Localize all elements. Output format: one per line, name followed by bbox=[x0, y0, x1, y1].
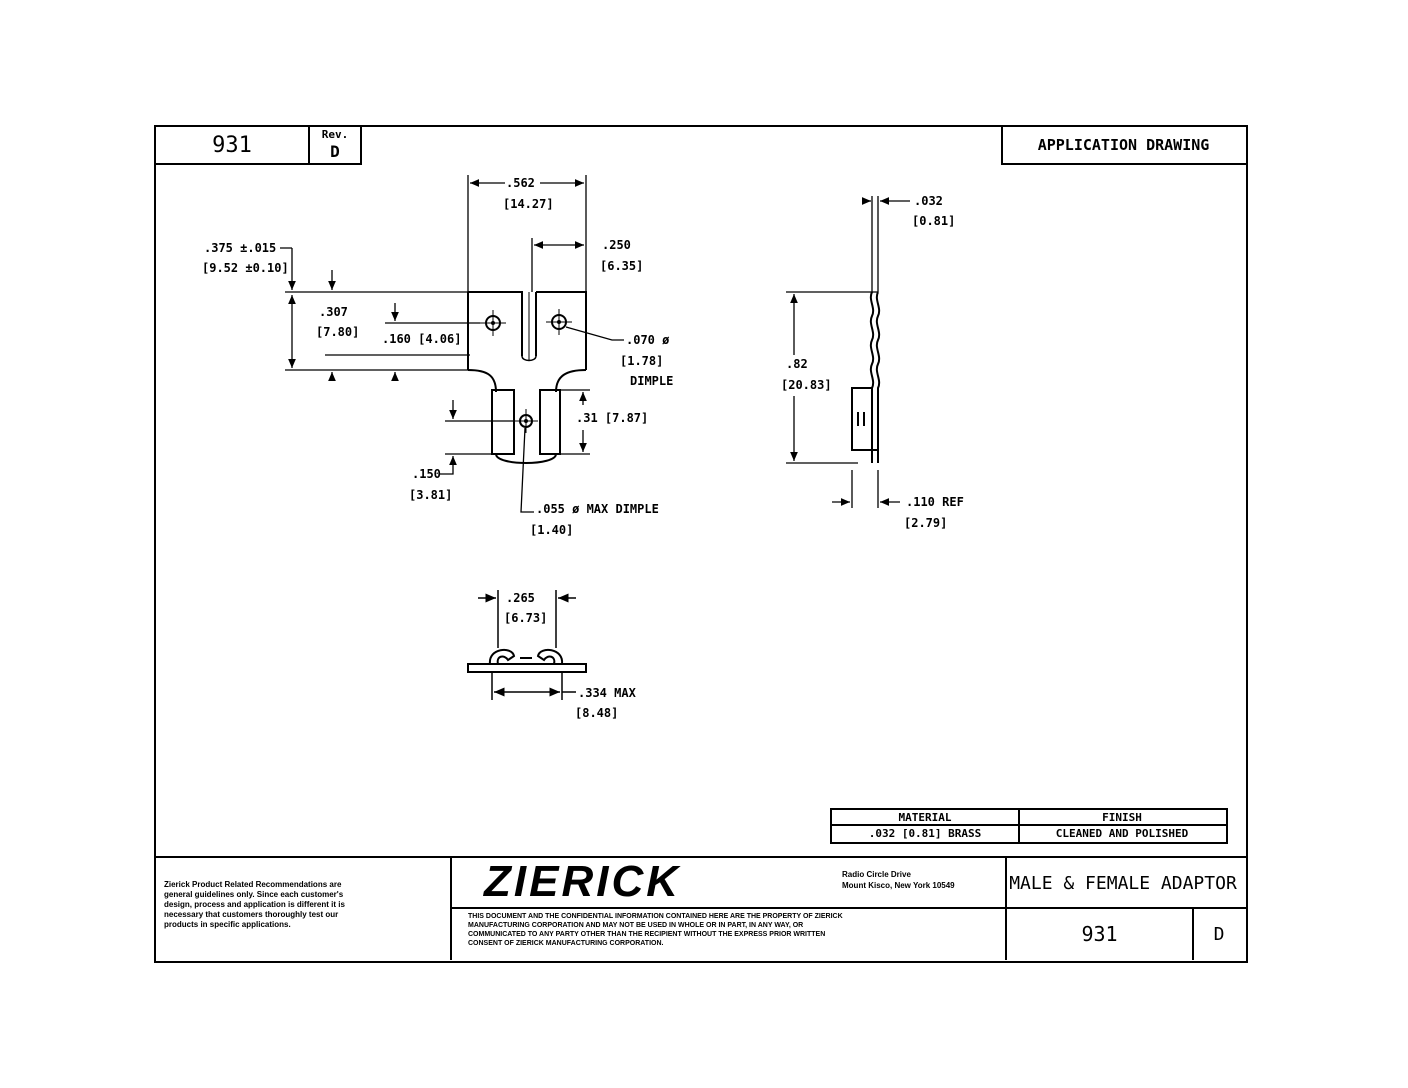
dim-outer-width-mm: [8.48] bbox=[575, 706, 619, 720]
header-divider bbox=[308, 125, 310, 165]
footer-part-number: 931 bbox=[1081, 922, 1118, 946]
dim-outer-width: .334 MAX bbox=[578, 686, 636, 700]
material-value: .032 [0.81] BRASS bbox=[868, 826, 982, 840]
dim-receptacle-length: .31 [7.87] bbox=[576, 411, 649, 425]
dim-overall-length-mm: [20.83] bbox=[781, 378, 832, 392]
footer-top-line bbox=[154, 856, 1246, 858]
part-title: MALE & FEMALE ADAPTOR bbox=[1009, 872, 1237, 894]
side-body-left bbox=[869, 291, 875, 463]
side-body-right bbox=[875, 291, 881, 463]
dim-overall-length: .82 bbox=[786, 357, 808, 371]
receptacle-left-rail bbox=[491, 389, 515, 455]
header-divider bbox=[360, 125, 362, 165]
dim-female-dimple-mm: [1.40] bbox=[530, 523, 574, 537]
footer-revision: D bbox=[1213, 923, 1225, 945]
dim-tab-width: .250 bbox=[602, 238, 631, 252]
dim-overall-width: .562 bbox=[506, 176, 535, 190]
dim-thickness: .032 bbox=[914, 194, 943, 208]
rev-value: D bbox=[330, 141, 340, 161]
dim-male-dimple: .070 ø bbox=[626, 333, 670, 347]
end-view-base bbox=[467, 663, 587, 673]
receptacle-right-rail bbox=[539, 389, 561, 455]
spec-table bbox=[830, 808, 1228, 844]
spec-table-hline bbox=[830, 824, 1228, 826]
end-view-curl-left bbox=[488, 648, 516, 665]
dim-receptacle-offset-mm: [3.81] bbox=[409, 488, 453, 502]
neck-left bbox=[467, 369, 497, 393]
dim-dimple-offset: .160 [4.06] bbox=[382, 332, 462, 346]
dim-inner-width: .265 bbox=[506, 591, 535, 605]
address-line-1: Radio Circle Drive bbox=[842, 870, 911, 879]
zierick-logo: ZIERICK bbox=[484, 857, 681, 906]
side-receptacle bbox=[851, 387, 873, 451]
finish-header: FINISH bbox=[1102, 810, 1142, 824]
footer-divider bbox=[450, 856, 452, 960]
part-number-header: 931 bbox=[212, 132, 252, 158]
male-tab-left bbox=[467, 291, 523, 370]
material-header: MATERIAL bbox=[898, 810, 952, 824]
tab-notch bbox=[521, 355, 537, 362]
confidential-notice: THIS DOCUMENT AND THE CONFIDENTIAL INFOR… bbox=[468, 913, 843, 947]
dim-inner-width-mm: [6.73] bbox=[504, 611, 548, 625]
end-view-curl-right bbox=[536, 648, 564, 665]
dim-overall-width-mm: [14.27] bbox=[503, 197, 554, 211]
neck-right bbox=[555, 369, 587, 393]
dim-receptacle-height-mm: [2.79] bbox=[904, 516, 948, 530]
dim-receptacle-height: .110 REF bbox=[906, 495, 964, 509]
disclaimer-text: Zierick Product Related Recommendations … bbox=[164, 880, 345, 929]
footer-divider bbox=[1192, 907, 1194, 960]
drawing-frame bbox=[154, 125, 1248, 963]
dim-tab-width-mm: [6.35] bbox=[600, 259, 644, 273]
footer-mid-line bbox=[452, 907, 1246, 909]
header-row-line bbox=[1002, 163, 1246, 165]
dim-thickness-mm: [0.81] bbox=[912, 214, 956, 228]
dim-tab-offset-mm: [9.52 ±0.10] bbox=[202, 261, 289, 275]
finish-value: CLEANED AND POLISHED bbox=[1055, 826, 1189, 840]
drawing-type-title: APPLICATION DRAWING bbox=[1037, 136, 1210, 154]
dim-tab-offset: .375 ±.015 bbox=[204, 241, 277, 255]
dim-tab-length-mm: [7.80] bbox=[316, 325, 360, 339]
dim-male-dimple-mm: [1.78] bbox=[620, 354, 664, 368]
dim-tab-length: .307 bbox=[319, 305, 348, 319]
dim-receptacle-offset: .150 bbox=[412, 467, 441, 481]
receptacle-bottom bbox=[495, 453, 557, 464]
spec-table-vline bbox=[1018, 808, 1020, 842]
dim-male-dimple-label: DIMPLE bbox=[630, 374, 674, 388]
dim-female-dimple: .055 ø MAX DIMPLE bbox=[536, 502, 659, 516]
header-row-line bbox=[154, 163, 362, 165]
header-divider bbox=[1001, 125, 1003, 165]
rev-label: Rev. bbox=[321, 127, 349, 141]
address-line-2: Mount Kisco, New York 10549 bbox=[842, 881, 955, 890]
